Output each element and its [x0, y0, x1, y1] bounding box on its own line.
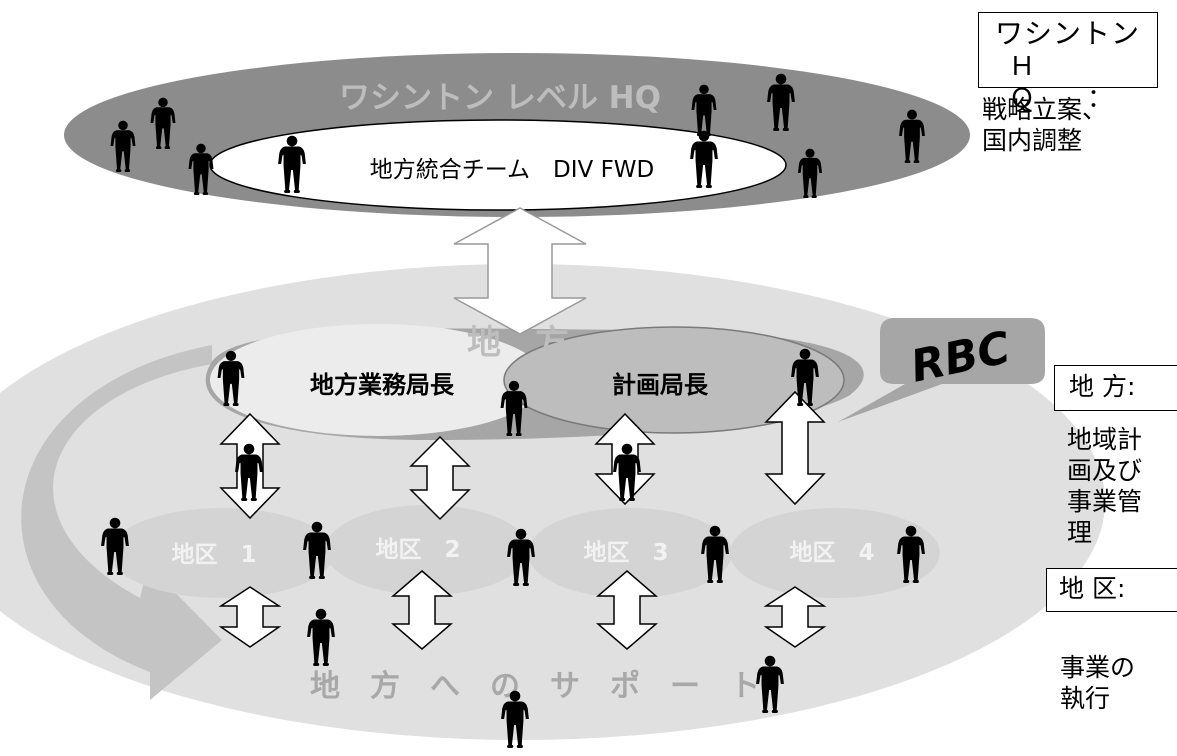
- arrow-lower-3: [595, 570, 659, 650]
- district-label-1: 地区 1: [171, 542, 256, 568]
- district-desc-line: 事業の: [1060, 653, 1136, 682]
- hq-legend-line2: Ｈ Ｑ ：: [1009, 52, 1114, 114]
- left-office-label: 地方業務局長: [310, 371, 455, 399]
- left-office-ellipse: [210, 324, 546, 436]
- region-desc-line: 画及び: [1067, 456, 1143, 485]
- hq-region-double-arrow: [453, 207, 587, 335]
- right-office-label: 計画局長: [612, 371, 709, 399]
- hq-inner-label: 地方統合チーム DIV FWD: [370, 157, 655, 183]
- district-legend-label: 地 区:: [1059, 574, 1126, 603]
- hq-legend-desc: 戦略立案、 国内調整: [982, 94, 1107, 156]
- district-ellipse-4: [730, 508, 940, 598]
- region-legend-box: 地 方:: [1054, 365, 1177, 411]
- support-curved-arrow: [21, 345, 222, 700]
- district-legend-desc: 事業の 執行: [1060, 652, 1135, 714]
- region-desc-line: 理: [1067, 518, 1093, 547]
- region-legend-desc: 地域計 画及び 事業管 理: [1067, 424, 1142, 548]
- district-label-2: 地区 2: [375, 537, 460, 563]
- district-legend-box: 地 区:: [1046, 568, 1177, 612]
- right-office-ellipse: [503, 326, 845, 434]
- arrow-lower-2: [390, 570, 454, 650]
- district-ellipse-2: [325, 505, 529, 595]
- hq-desc-line1: 戦略立案、: [982, 95, 1108, 124]
- arrow-upper-2: [409, 435, 471, 521]
- district-label-4: 地区 4: [789, 540, 874, 566]
- arrow-lower-4: [763, 586, 827, 648]
- lower-arrows: [218, 570, 827, 650]
- hq-desc-line2: 国内調整: [982, 126, 1083, 155]
- district-ellipse-1: [110, 508, 334, 598]
- hq-title: ワシントン レベル HQ: [339, 80, 661, 116]
- hq-legend-line1: ワシントン: [995, 17, 1141, 50]
- arrow-upper-4: [764, 390, 826, 506]
- district-desc-line: 執行: [1060, 684, 1111, 713]
- district-ellipse-3: [528, 508, 732, 598]
- region-desc-line: 地域計: [1067, 425, 1143, 454]
- rbc-badge: [838, 318, 1045, 422]
- region-legend-label: 地 方:: [1069, 372, 1136, 401]
- region-desc-line: 事業管: [1067, 487, 1143, 516]
- hq-legend-box: ワシントン Ｈ Ｑ ：: [978, 12, 1158, 114]
- arrow-lower-1: [218, 586, 282, 648]
- hq-inner-ellipse: [209, 119, 787, 211]
- support-label: 地 方 へ の サ ポ ー ト: [310, 669, 760, 704]
- region-title: 地 方: [467, 323, 569, 363]
- district-label-3: 地区 3: [583, 540, 668, 566]
